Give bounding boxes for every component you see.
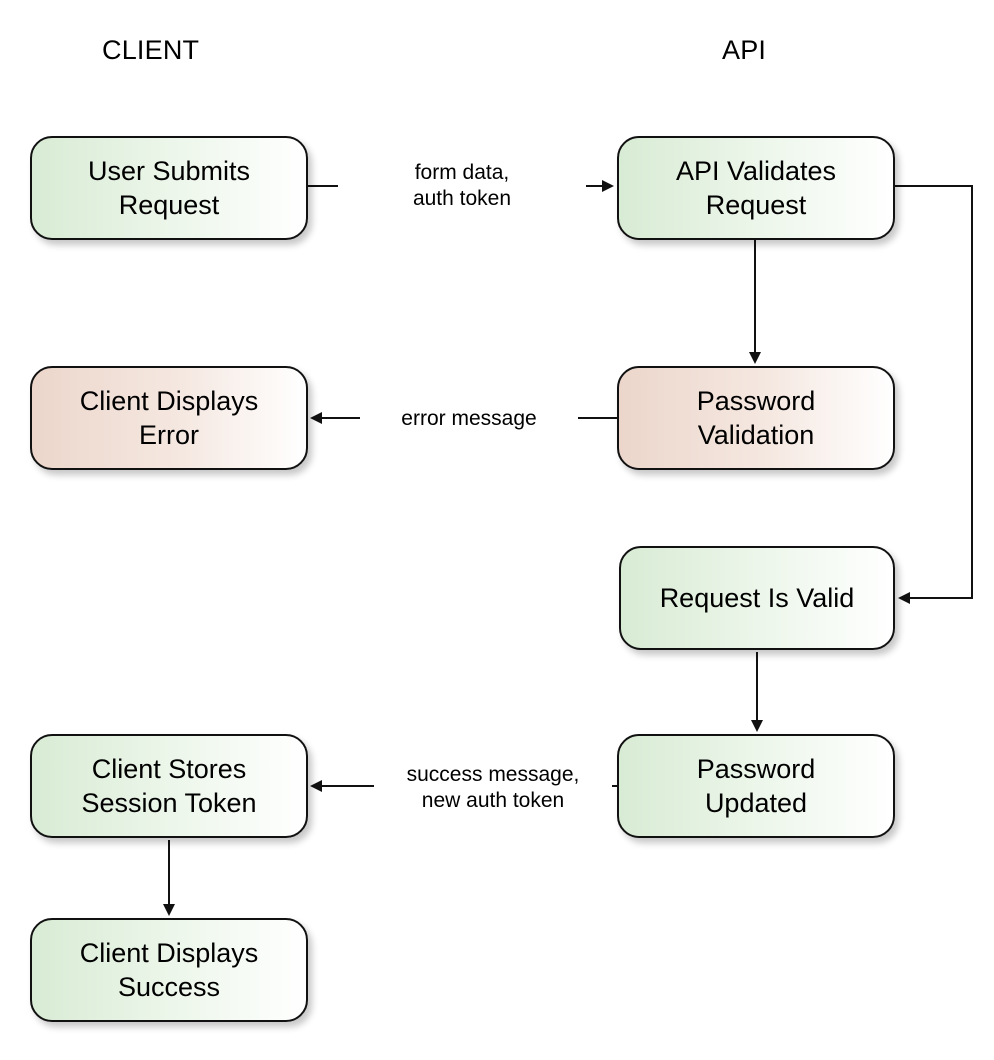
edge-label-success: success message, new auth token	[374, 762, 612, 814]
node-user-submits-request: User Submits Request	[30, 136, 308, 240]
lane-title-api: API	[722, 35, 767, 65]
node-client-displays-error: Client Displays Error	[30, 366, 308, 470]
node-client-displays-success: Client Displays Success	[30, 918, 308, 1022]
edge-label-error: error message	[360, 406, 578, 432]
node-password-validation: Password Validation	[617, 366, 895, 470]
edge-label-submit: form data, auth token	[338, 160, 586, 212]
node-password-updated: Password Updated	[617, 734, 895, 838]
node-api-validates-request: API Validates Request	[617, 136, 895, 240]
node-client-stores-session-token: Client Stores Session Token	[30, 734, 308, 838]
node-request-is-valid: Request Is Valid	[619, 546, 895, 650]
lane-title-client: CLIENT	[102, 35, 200, 65]
edge-validate-to-request-valid	[895, 185, 973, 604]
